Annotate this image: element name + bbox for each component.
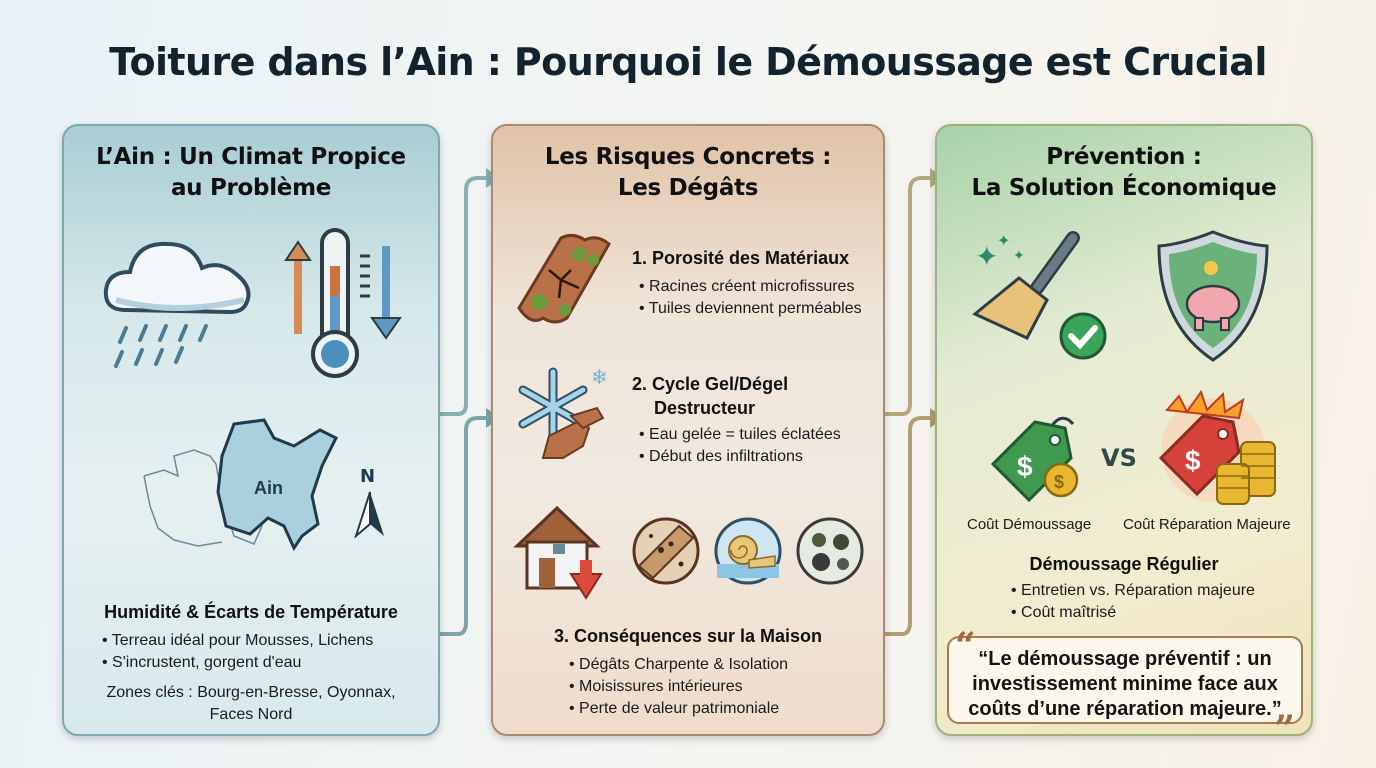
cost-repair-label: Coût Réparation Majeure (1123, 516, 1291, 533)
heading-line: au Problème (170, 175, 332, 201)
panel-prevention: Prévention : La Solution Économique ✦✦✦ … (935, 124, 1313, 747)
compass-arrow-icon (354, 491, 384, 538)
zones-text: Zones clés : Bourg-en-Bresse, Oyonnax, F… (64, 682, 438, 726)
zones-line: Zones clés : Bourg-en-Bresse, Oyonnax, (106, 684, 396, 701)
panel-prevention-heading: Prévention : La Solution Économique (937, 142, 1311, 204)
wet-insulation-icon (714, 517, 782, 585)
heading-line: La Solution Économique (971, 175, 1277, 201)
heading-line: L’Ain : Un Climat Propice (96, 144, 406, 170)
cost-demoussage-label: Coût Démoussage (967, 516, 1092, 533)
panel-risks-heading: Les Risques Concrets : Les Dégâts (493, 142, 883, 204)
close-quote-icon: ” (1274, 708, 1295, 750)
map-label-ain: Ain (254, 478, 283, 498)
risk-3-title: 3. Conséquences sur la Maison (553, 626, 823, 646)
bullet-item: Entretien vs. Réparation majeure (1011, 580, 1255, 602)
bullet-item: Racines créent microfissures (639, 276, 862, 298)
climate-subheading: Humidité & Écarts de Température (104, 602, 398, 622)
risk-2-bullets: Eau gelée = tuiles éclatées Début des in… (639, 424, 841, 468)
bullet-item: Début des infiltrations (639, 446, 841, 468)
quote-line: investissement minime face aux (972, 673, 1278, 695)
heading-line: Les Risques Concrets : (544, 144, 832, 170)
cracked-mossy-tile-icon (517, 233, 611, 324)
mold-icon (796, 517, 864, 585)
svg-text:$: $ (1185, 445, 1201, 476)
snowflake-broken-tile-icon: ❄ (518, 365, 608, 459)
risk-1-title: 1. Porosité des Matériaux (632, 248, 850, 268)
rotten-wood-icon (632, 517, 700, 585)
bullet-item: Dégâts Charpente & Isolation (569, 654, 788, 676)
risk-3-bullets: Dégâts Charpente & Isolation Moisissures… (569, 654, 788, 720)
risk-2-title: 2. Cycle Gel/Dégel Destructeur (632, 372, 788, 420)
prevention-bullets: Entretien vs. Réparation majeure Coût ma… (1011, 580, 1255, 624)
page-title: Toiture dans l’Ain : Pourquoi le Démouss… (109, 40, 1267, 84)
svg-text:❄: ❄ (591, 365, 608, 389)
svg-text:✦: ✦ (1013, 248, 1025, 264)
panel-climate-heading: L’Ain : Un Climat Propice au Problème (64, 142, 438, 204)
broom-check-icon: ✦✦✦ (972, 231, 1107, 360)
risk-1-bullets: Racines créent microfissures Tuiles devi… (639, 276, 862, 320)
quote-line: coûts d’une réparation majeure.” (968, 698, 1282, 720)
heading-line: Les Dégâts (617, 175, 759, 201)
bullet-item: Eau gelée = tuiles éclatées (639, 424, 841, 446)
bullet-item: Coût maîtrisé (1011, 602, 1255, 624)
house-down-arrow-icon (513, 505, 603, 600)
bullet-item: S'incrustent, gorgent d'eau (102, 652, 373, 674)
svg-text:$: $ (1054, 472, 1064, 492)
title-line: Destructeur (654, 398, 756, 418)
open-quote-icon: “ (955, 625, 976, 667)
panel-climate: L’Ain : Un Climat Propice au Problème Ai… (62, 124, 440, 736)
climate-bullets: Terreau idéal pour Mousses, Lichens S'in… (102, 630, 373, 674)
bullet-item: Terreau idéal pour Mousses, Lichens (102, 630, 373, 652)
quote-box: “ “Le démoussage préventif : un investis… (947, 625, 1303, 747)
svg-text:✦: ✦ (997, 231, 1010, 250)
bullet-item: Tuiles deviennent perméables (639, 298, 862, 320)
green-price-tag-icon: $ $ (990, 416, 1079, 502)
vs-label: VS (1101, 444, 1137, 472)
panel-risks: Les Risques Concrets : Les Dégâts 1. Por… (491, 124, 885, 736)
rain-cloud-icon (103, 241, 251, 368)
quote-line: “Le démoussage préventif : un (978, 648, 1272, 670)
thermometer-icon (284, 228, 402, 378)
red-price-tag-coins-icon: $ (1158, 390, 1276, 505)
ain-map: Ain (143, 418, 339, 552)
compass-north-label: N (360, 466, 376, 487)
heading-line: Prévention : (1046, 144, 1202, 170)
shield-piggy-bank-icon (1157, 230, 1269, 362)
prevention-subheading: Démoussage Régulier (1029, 554, 1219, 574)
zones-line: Faces Nord (209, 706, 293, 723)
bullet-item: Perte de valeur patrimoniale (569, 698, 788, 720)
title-line: 2. Cycle Gel/Dégel (632, 374, 789, 394)
svg-text:✦: ✦ (975, 240, 998, 273)
bullet-item: Moisissures intérieures (569, 676, 788, 698)
svg-text:$: $ (1017, 451, 1033, 482)
